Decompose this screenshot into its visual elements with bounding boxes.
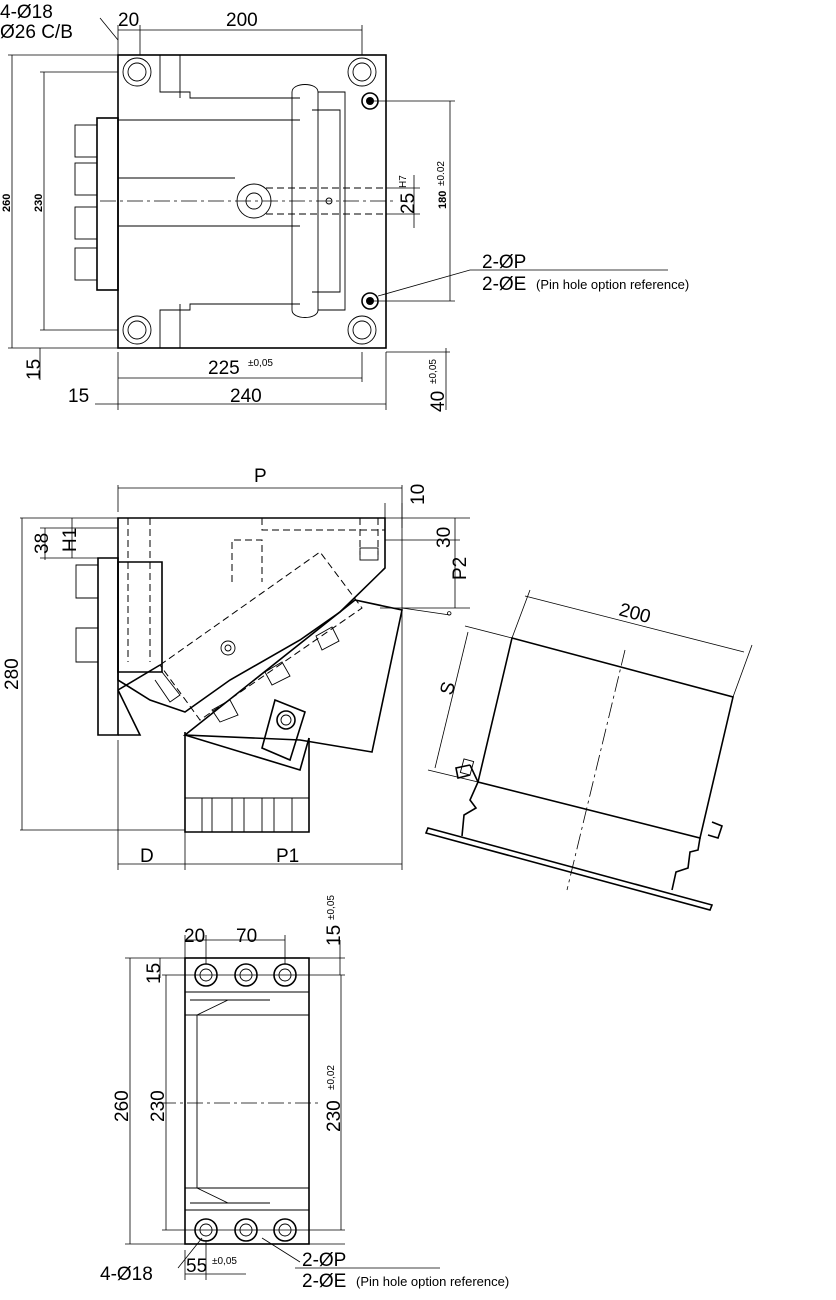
bottom-view-labels: 20 70 15 ±0,05 15 260 230 230 ±0,02 4-Ø1… bbox=[100, 895, 509, 1292]
side-dim-p: P bbox=[254, 466, 267, 487]
top-pin-e: 2-ØE bbox=[482, 274, 526, 295]
side-dim-d: D bbox=[140, 846, 154, 867]
top-dim-200: 200 bbox=[226, 10, 258, 31]
top-dim-260: 260 bbox=[1, 194, 13, 212]
side-view bbox=[20, 485, 470, 870]
top-dim-180: 180 bbox=[437, 191, 449, 209]
side-dim-angle: ° bbox=[446, 609, 452, 626]
top-dim-bore: 25 bbox=[398, 193, 419, 214]
side-dim-280: 280 bbox=[2, 658, 23, 690]
side-dim-h1: H1 bbox=[60, 528, 81, 552]
bottom-dim-20: 20 bbox=[184, 926, 205, 947]
bottom-pin-p: 2-ØP bbox=[302, 1250, 346, 1271]
side-view-labels: P 10 38 H1 30 P2 ° 280 D P1 bbox=[2, 466, 471, 867]
side-dim-38: 38 bbox=[32, 533, 53, 554]
top-dim-20: 20 bbox=[118, 10, 139, 31]
bottom-dim-230-right: 230 bbox=[324, 1100, 345, 1132]
top-dim-bore-tol: H7 bbox=[398, 175, 409, 188]
bottom-dim-230-right-tol: ±0,02 bbox=[326, 1065, 337, 1090]
bottom-dim-15-left: 15 bbox=[144, 963, 165, 984]
top-dim-225-tol: ±0,05 bbox=[248, 358, 273, 369]
bottom-dim-260: 260 bbox=[112, 1090, 133, 1122]
bottom-pin-e: 2-ØE bbox=[302, 1271, 346, 1292]
top-callout-holes: 4-Ø18 bbox=[0, 2, 53, 23]
part-view-labels: 200 S bbox=[437, 600, 653, 698]
top-dim-180-tol: ±0.02 bbox=[436, 161, 447, 186]
bottom-callout-holes: 4-Ø18 bbox=[100, 1264, 153, 1285]
top-dim-40-tol: ±0,05 bbox=[428, 359, 439, 384]
top-dim-230: 230 bbox=[33, 194, 45, 212]
top-dim-40: 40 bbox=[428, 391, 449, 412]
bottom-dim-15-top-tol: ±0,05 bbox=[326, 895, 337, 920]
bottom-dim-230: 230 bbox=[148, 1090, 169, 1122]
top-view bbox=[8, 17, 668, 410]
bottom-dim-15-top: 15 bbox=[324, 925, 345, 946]
side-dim-p2: P2 bbox=[450, 557, 471, 580]
bottom-dim-55-tol: ±0,05 bbox=[212, 1256, 237, 1267]
bottom-dim-70: 70 bbox=[236, 926, 257, 947]
part-dim-200: 200 bbox=[617, 600, 653, 628]
side-dim-10: 10 bbox=[408, 484, 429, 505]
top-dim-15-h: 15 bbox=[68, 386, 89, 407]
side-dim-30: 30 bbox=[434, 527, 455, 548]
part-dim-s: S bbox=[437, 680, 461, 698]
top-callout-cb: Ø26 C/B bbox=[0, 22, 73, 43]
top-dim-15-v: 15 bbox=[24, 359, 45, 380]
top-view-labels: 4-Ø18 Ø26 C/B 20 200 260 230 25 H7 180 ±… bbox=[0, 2, 689, 412]
top-dim-225: 225 bbox=[208, 358, 240, 379]
top-dim-240: 240 bbox=[230, 386, 262, 407]
bottom-dim-55: 55 bbox=[186, 1256, 207, 1277]
side-dim-p1: P1 bbox=[276, 846, 299, 867]
bottom-view bbox=[125, 935, 440, 1280]
top-pin-p: 2-ØP bbox=[482, 252, 526, 273]
bottom-pin-note: (Pin hole option reference) bbox=[356, 1274, 509, 1289]
part-view bbox=[424, 589, 753, 911]
top-pin-note: (Pin hole option reference) bbox=[536, 277, 689, 292]
